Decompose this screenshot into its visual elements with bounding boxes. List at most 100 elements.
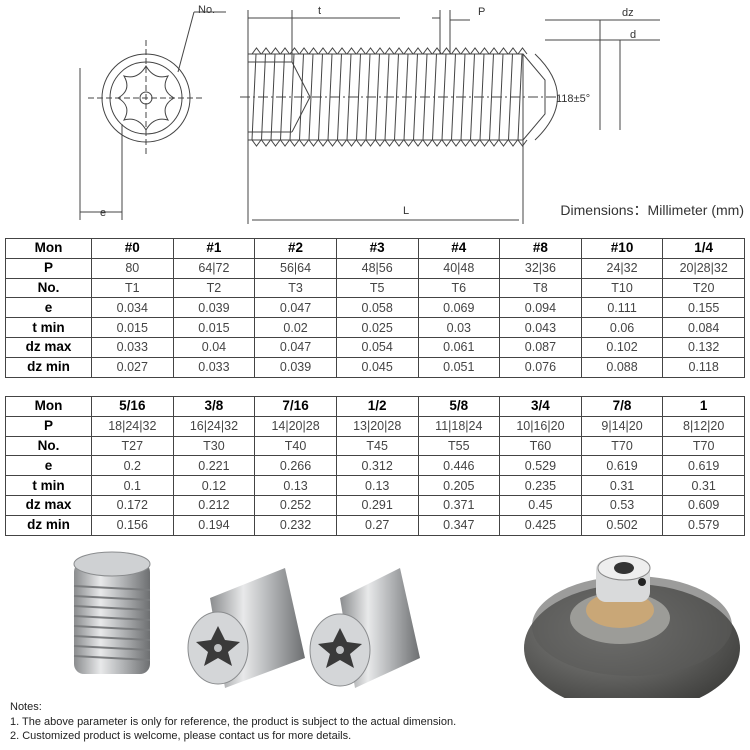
row-label: No.	[5, 435, 92, 457]
table-cell: 0.061	[417, 336, 501, 358]
thread-crest-bottom	[441, 139, 452, 147]
table-cell: 0.015	[172, 317, 256, 338]
thread-crest-bottom	[508, 139, 518, 147]
table-cell: 11|18|24	[417, 415, 501, 437]
label-p: P	[478, 6, 485, 18]
table-cell: 0.371	[417, 494, 501, 516]
table-cell: 0.45	[499, 494, 582, 516]
table-cell: 0.266	[254, 455, 337, 477]
thread-crest-top	[460, 47, 471, 55]
table-cell: 0.027	[91, 356, 174, 378]
set-screw-photo-3	[309, 568, 420, 688]
table-cell: 0.051	[417, 356, 501, 378]
table-cell: T45	[335, 435, 419, 457]
set-screw-photo-2	[187, 568, 305, 688]
thread-crest-bottom	[479, 139, 490, 147]
table-cell: 0.194	[172, 514, 256, 536]
row-label: e	[5, 297, 92, 319]
table-cell: 0.1	[91, 475, 174, 496]
table-cell: 0.088	[580, 356, 664, 378]
table-cell: 32|36	[499, 257, 582, 279]
size-header-cell: 3/4	[499, 396, 582, 417]
table-cell: 0.087	[499, 336, 582, 358]
table-cell: 0.045	[335, 356, 419, 378]
table-cell: 0.13	[335, 475, 419, 496]
table-cell: 0.212	[172, 494, 256, 516]
table-cell: T70	[580, 435, 664, 457]
row-label: Mon	[5, 238, 92, 259]
thread-crest-top	[346, 47, 357, 55]
thread-line	[375, 53, 380, 141]
thread-crest-top	[508, 47, 518, 55]
table-cell: 0.047	[254, 336, 337, 358]
row-label: e	[5, 455, 92, 477]
size-header-cell: 1	[662, 396, 745, 417]
thread-crest-bottom	[403, 139, 414, 147]
thread-crest-bottom	[280, 139, 290, 147]
table-cell: 0.015	[91, 317, 174, 338]
table-cell: 0.252	[254, 494, 337, 516]
thread-crest-bottom	[432, 139, 442, 147]
thread-crest-bottom	[384, 139, 395, 147]
table-cell: 8|12|20	[662, 415, 745, 437]
table-cell: 0.058	[335, 297, 419, 319]
thread-crest-bottom	[270, 139, 281, 147]
technical-drawing: No. t P dz d e L 118±5°	[0, 0, 750, 232]
row-label: No.	[5, 277, 92, 299]
row-label: Mon	[5, 396, 92, 417]
thread-crest-bottom	[261, 139, 271, 147]
note-item-1: 1. The above parameter is only for refer…	[10, 715, 457, 728]
thread-crest-top	[365, 47, 376, 55]
dimensions-title: Dimensions：Millimeter (mm)	[560, 202, 744, 218]
table-cell: T8	[499, 277, 582, 299]
table-cell: T3	[254, 277, 337, 299]
thread-crest-bottom	[289, 139, 300, 147]
table-cell: 0.235	[499, 475, 582, 496]
thread-line	[308, 53, 314, 141]
table-cell: 0.446	[417, 455, 501, 477]
thread-crest-top	[327, 47, 338, 55]
clutch-sprocket-photo	[524, 538, 740, 698]
thread-crest-bottom	[318, 139, 328, 147]
table-cell: T55	[417, 435, 501, 457]
table-cell: 0.291	[335, 494, 419, 516]
thread-crest-top	[489, 47, 499, 55]
table-cell: 40|48	[417, 257, 501, 279]
size-header-cell: #3	[335, 238, 419, 259]
table-cell: 0.232	[254, 514, 337, 536]
size-header-cell: #10	[580, 238, 664, 259]
thread-crest-bottom	[327, 139, 338, 147]
table-cell: 0.205	[417, 475, 501, 496]
label-e: e	[100, 207, 106, 219]
table-cell: 0.069	[417, 297, 501, 319]
size-header-cell: 5/16	[91, 396, 174, 417]
table-cell: 0.619	[580, 455, 664, 477]
table-cell: 0.156	[91, 514, 174, 536]
table-cell: 0.619	[662, 455, 745, 477]
thread-crest-bottom	[489, 139, 499, 147]
table-cell: 0.502	[580, 514, 664, 536]
table-cell: 56|64	[254, 257, 337, 279]
thread-crest-top	[318, 47, 328, 55]
table-cell: 13|20|28	[335, 415, 419, 437]
table-cell: T27	[91, 435, 174, 457]
row-label: t min	[5, 475, 92, 496]
label-no: No.	[198, 4, 215, 16]
table-cell: T1	[91, 277, 174, 299]
table-cell: 20|28|32	[662, 257, 745, 279]
table-cell: 0.13	[254, 475, 337, 496]
table-cell: 0.31	[580, 475, 664, 496]
size-header-cell: 7/16	[254, 396, 337, 417]
thread-crest-bottom	[394, 139, 404, 147]
table-cell: T5	[335, 277, 419, 299]
table-cell: 0.033	[172, 356, 256, 378]
thread-crest-bottom	[365, 139, 376, 147]
